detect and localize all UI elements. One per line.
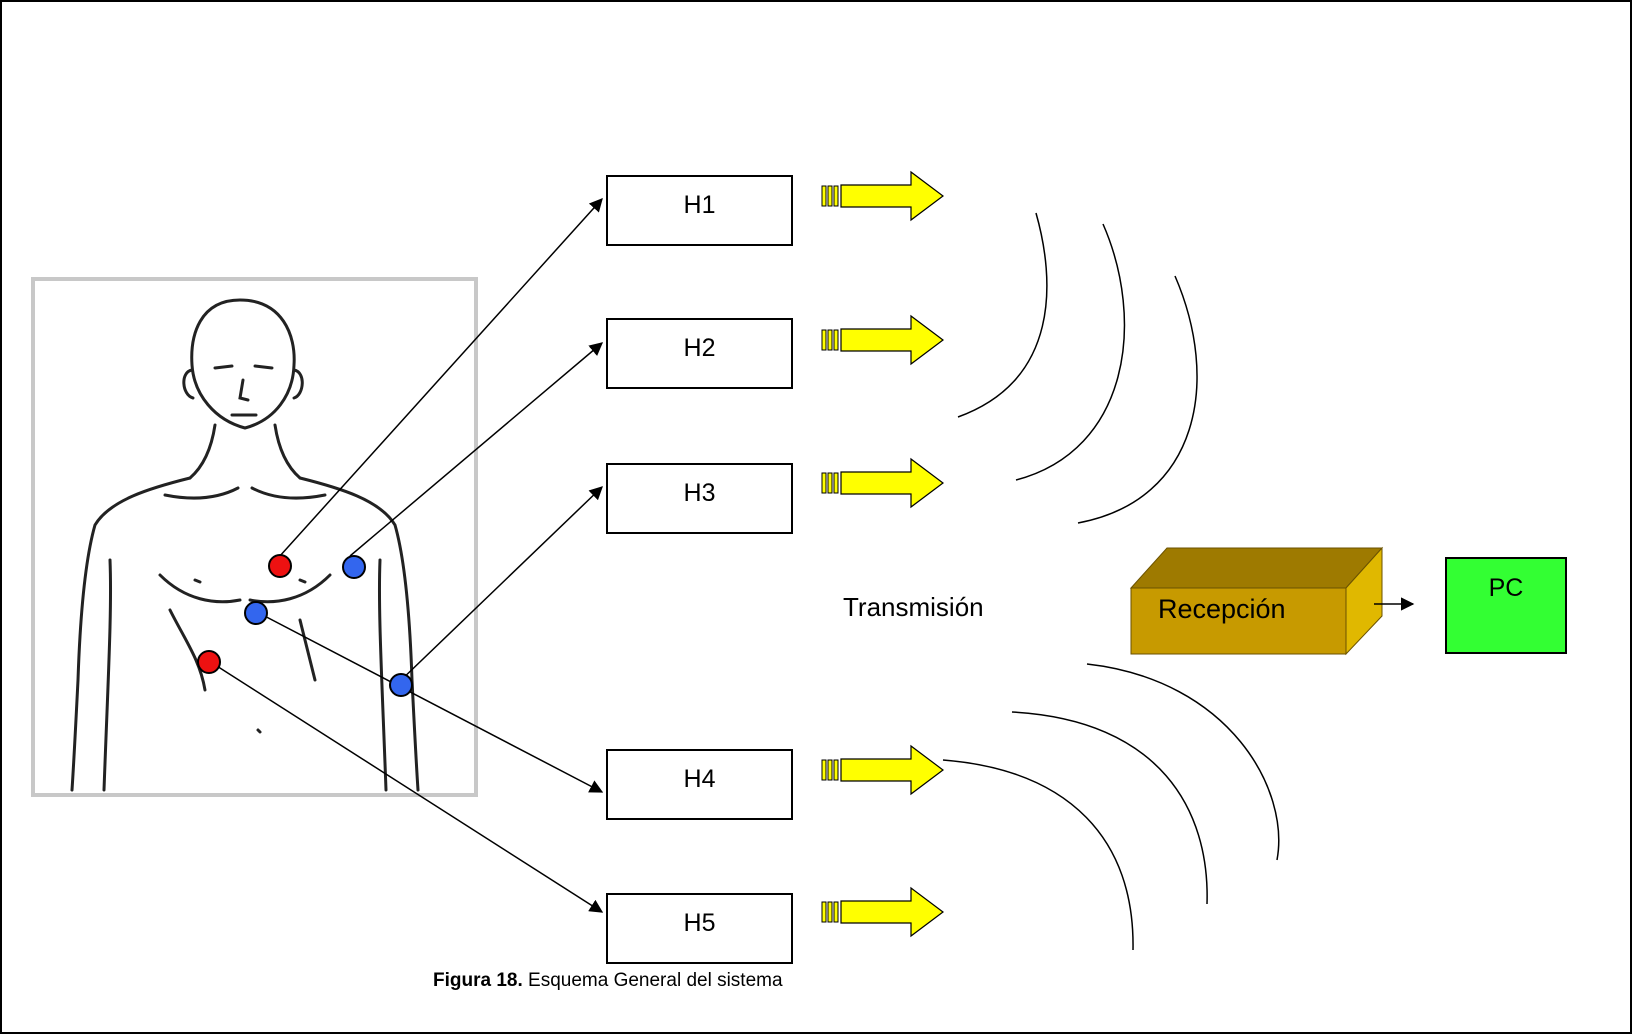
wave-lower-2 [1011, 711, 1208, 905]
module-h5-label: H5 [683, 909, 716, 937]
tx-arrow-5 [821, 886, 944, 938]
electrode-blue-2 [244, 601, 268, 625]
module-h2: H2 [606, 318, 793, 389]
pc-box: PC [1445, 557, 1567, 654]
module-h5: H5 [606, 893, 793, 964]
electrode-blue-1 [342, 555, 366, 579]
tx-arrow-2 [821, 314, 944, 366]
connector-h3 [396, 486, 603, 685]
electrode-red-1 [268, 554, 292, 578]
wave-upper-3 [1077, 275, 1198, 524]
receiver-label: Recepción [1158, 594, 1286, 624]
receiver-box [1129, 546, 1384, 656]
module-h3: H3 [606, 463, 793, 534]
figure-number: Figura 18. [433, 970, 523, 991]
module-h3-label: H3 [683, 479, 716, 507]
electrodes [197, 554, 413, 697]
electrode-blue-3 [389, 673, 413, 697]
wave-lower-3 [942, 759, 1134, 951]
module-h1-label: H1 [683, 191, 716, 219]
connector-h2 [349, 342, 604, 557]
connector-h4 [254, 610, 604, 793]
human-torso-illustration [31, 277, 478, 797]
wave-upper-1 [957, 212, 1048, 418]
module-h2-label: H2 [683, 334, 716, 362]
tx-arrow-1 [821, 170, 944, 222]
radio-waves [942, 212, 1280, 951]
figure-caption-text: Esquema General del sistema [528, 970, 783, 991]
transmission-label: Transmisión [843, 592, 984, 622]
figure-caption: Figura 18. Esquema General del sistema [433, 970, 783, 992]
module-h1: H1 [606, 175, 793, 246]
electrode-red-2 [197, 650, 221, 674]
module-h4-label: H4 [683, 765, 716, 793]
transmission-arrows [821, 170, 944, 938]
wave-lower-1 [1086, 663, 1280, 861]
tx-arrow-4 [821, 744, 944, 796]
module-h4: H4 [606, 749, 793, 820]
lead-connectors [208, 197, 604, 913]
connector-h5 [208, 660, 604, 913]
tx-arrow-3 [821, 457, 944, 509]
wave-upper-2 [1015, 223, 1126, 481]
connector-h1 [278, 197, 603, 558]
pc-label: PC [1488, 574, 1524, 602]
